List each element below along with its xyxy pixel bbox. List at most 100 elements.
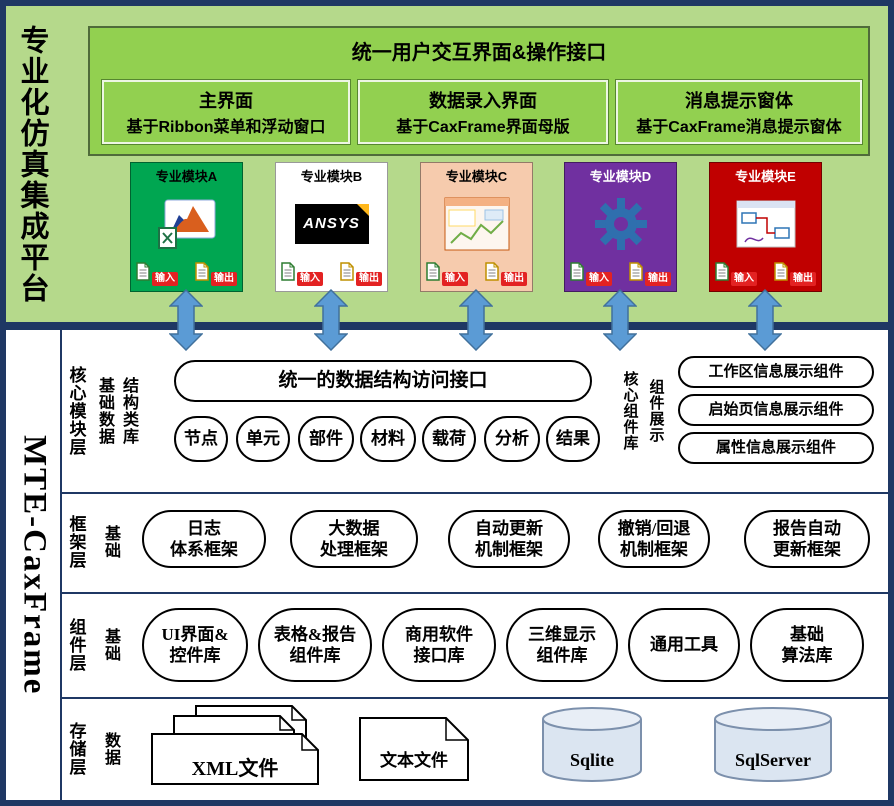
double-arrow-icon: [603, 289, 637, 351]
ui-panel-main: 主界面 基于Ribbon菜单和浮动窗口: [101, 79, 351, 145]
module-io-row: 输入 输出: [421, 262, 532, 291]
data-interface-box: 统一的数据结构访问接口: [174, 360, 592, 402]
framework-undo: 撤销/回退 机制框架: [598, 510, 710, 568]
component-commercial-api: 商用软件 接口库: [382, 608, 496, 682]
ui-panel-data-entry: 数据录入界面 基于CaxFrame界面母版: [357, 79, 609, 145]
double-arrow-icon: [459, 289, 493, 351]
module-input: 输入: [426, 262, 468, 286]
input-tag: 输入: [152, 272, 178, 286]
ui-panel-message: 消息提示窗体 基于CaxFrame消息提示窗体: [615, 79, 863, 145]
display-component-workspace: 工作区信息展示组件: [678, 356, 874, 388]
simulation-platform-section: 专业化仿真集成平台 统一用户交互界面&操作接口 主界面 基于Ribbon菜单和浮…: [6, 6, 888, 322]
core-item-load: 载荷: [422, 416, 476, 462]
core-item-analysis: 分析: [484, 416, 540, 462]
module-output: 输出: [485, 262, 527, 286]
module-title: 专业模块D: [589, 169, 652, 184]
module-a: 专业模块A 输入 输出: [130, 162, 243, 292]
module-input: 输入: [281, 262, 323, 286]
framework-report: 报告自动 更新框架: [744, 510, 870, 568]
module-output: 输出: [195, 262, 237, 286]
module-io-row: 输入 输出: [131, 262, 242, 291]
module-io-row: 输入 输出: [565, 262, 676, 291]
input-tag: 输入: [442, 272, 468, 286]
layer-divider: [60, 492, 888, 494]
ui-panel-line2: 基于CaxFrame消息提示窗体: [636, 119, 842, 136]
sqlite-db-shape: Sqlite: [540, 706, 644, 784]
unified-ui-title: 统一用户交互界面&操作接口: [351, 42, 607, 64]
double-arrow-icon: [748, 289, 782, 351]
layer-label-storage: 存储层: [66, 721, 86, 776]
simulink-logo: [710, 185, 821, 262]
module-d: 专业模块D 输入: [564, 162, 677, 292]
core-item-part: 部件: [298, 416, 354, 462]
ansys-logo: ANSYS: [276, 185, 387, 262]
sqlite-label: Sqlite: [569, 750, 614, 770]
core-right-sublabel-2: 组件展示: [647, 379, 664, 443]
document-icon: [359, 717, 469, 781]
input-tag: 输入: [731, 272, 757, 286]
text-file-shape: 文本文件: [358, 716, 470, 782]
xml-files-label: XML文件: [191, 758, 279, 780]
input-tag: 输入: [297, 272, 323, 286]
core-right-sublabel-1: 核心组件库: [621, 371, 638, 451]
sqlserver-db-shape: SqlServer: [712, 706, 834, 784]
module-output: 输出: [340, 262, 382, 286]
module-title: 专业模块B: [300, 169, 363, 184]
ui-panel-line2: 基于Ribbon菜单和浮动窗口: [126, 119, 326, 136]
framework-log: 日志 体系框架: [142, 510, 266, 568]
double-arrow-icon: [169, 289, 203, 351]
module-io-row: 输入 输出: [710, 262, 821, 291]
output-tag: 输出: [501, 272, 527, 286]
double-arrow-icon: [314, 289, 348, 351]
caxframe-section: MTE-CaxFrame 核心模块层 基础数据 结构类库 统一的数据结构访问接口…: [6, 330, 888, 800]
layer-label-component: 组件层: [66, 617, 86, 672]
output-document-icon: [485, 262, 499, 286]
module-io-row: 输入 输出: [276, 262, 387, 291]
module-e: 专业模块E 输入 输出: [709, 162, 822, 292]
output-document-icon: [629, 262, 643, 286]
database-cylinder-icon: [714, 707, 832, 782]
output-tag: 输出: [356, 272, 382, 286]
core-item-result: 结果: [546, 416, 600, 462]
ui-panel-line1: 消息提示窗体: [685, 91, 793, 111]
layer-divider: [60, 697, 888, 699]
text-file-label: 文本文件: [380, 751, 448, 770]
input-document-icon: [570, 262, 584, 286]
sqlserver-label: SqlServer: [735, 750, 811, 770]
framework-sublabel: 基础: [102, 525, 119, 559]
module-output: 输出: [774, 262, 816, 286]
core-sublabel-2: 结构类库: [120, 377, 137, 445]
output-tag: 输出: [645, 272, 671, 286]
input-tag: 输入: [586, 272, 612, 286]
output-document-icon: [195, 262, 209, 286]
input-document-icon: [715, 262, 729, 286]
output-tag: 输出: [790, 272, 816, 286]
input-document-icon: [281, 262, 295, 286]
layer-label-framework: 框架层: [66, 515, 86, 569]
module-input: 输入: [570, 262, 612, 286]
output-document-icon: [774, 262, 788, 286]
module-output: 输出: [629, 262, 671, 286]
database-cylinder-icon: [542, 707, 642, 782]
module-title: 专业模块A: [155, 169, 218, 184]
ui-panel-line1: 主界面: [199, 91, 253, 111]
core-item-node: 节点: [174, 416, 228, 462]
module-b: 专业模块B ANSYS 输入 输出: [275, 162, 388, 292]
unified-ui-box: 统一用户交互界面&操作接口 主界面 基于Ribbon菜单和浮动窗口 数据录入界面…: [88, 26, 870, 156]
display-component-startpage: 启始页信息展示组件: [678, 394, 874, 426]
framework-bigdata: 大数据 处理框架: [290, 510, 418, 568]
module-title: 专业模块E: [735, 169, 796, 184]
module-input: 输入: [715, 262, 757, 286]
component-table-report: 表格&报告 组件库: [258, 608, 372, 682]
input-document-icon: [426, 262, 440, 286]
xml-files-shape: XML文件: [144, 704, 330, 786]
ui-panel-line2: 基于CaxFrame界面母版: [396, 119, 570, 136]
layer-divider: [60, 592, 888, 594]
core-sublabel-1: 基础数据: [96, 377, 113, 445]
component-base-algorithm: 基础 算法库: [750, 608, 864, 682]
core-item-element: 单元: [236, 416, 290, 462]
output-tag: 输出: [211, 272, 237, 286]
layer-label-core: 核心模块层: [66, 366, 86, 456]
matlab-logo: [131, 185, 242, 262]
